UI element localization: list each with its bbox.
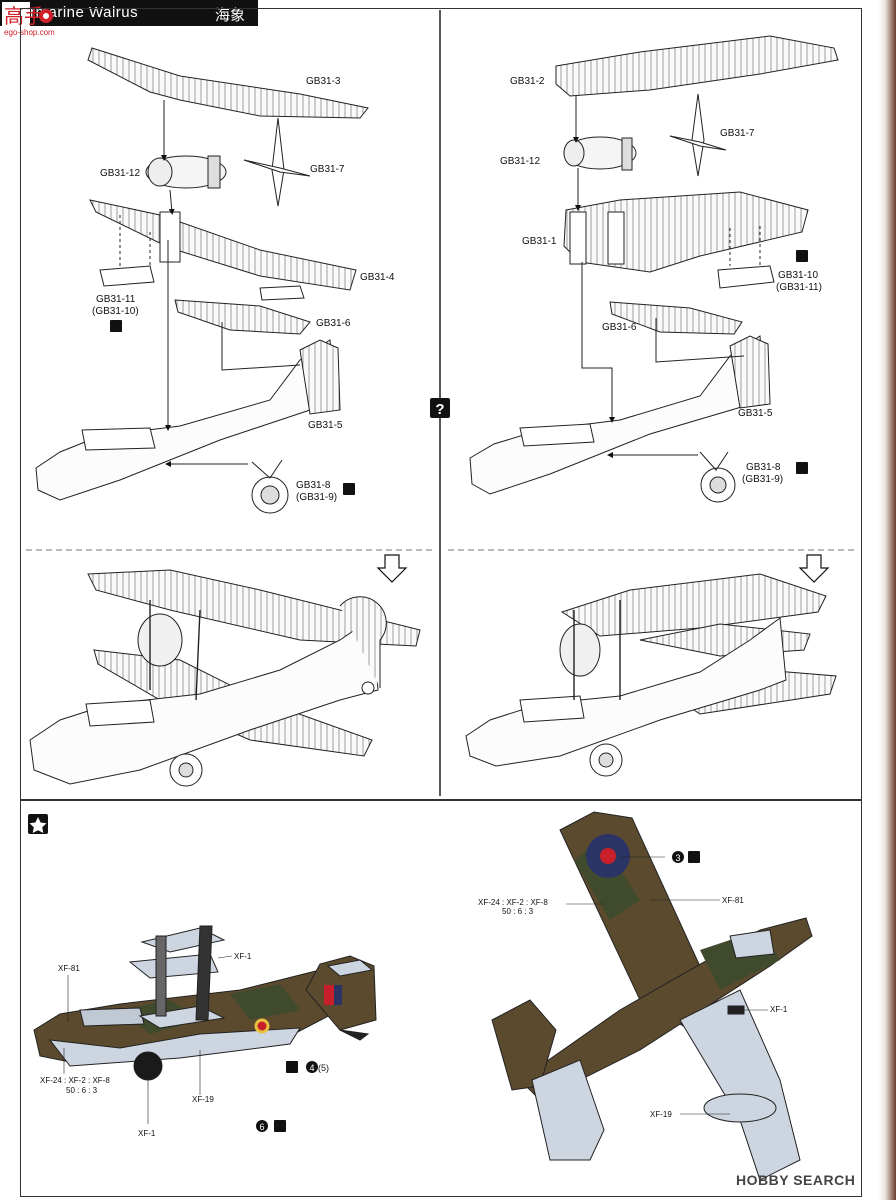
label-top-xf-mix: XF-24 : XF-2 : XF-8 [478, 898, 548, 907]
frame-bottom [20, 800, 862, 1197]
top-left-exploded-view [35, 47, 369, 514]
assembled-view-left [29, 569, 421, 787]
painted-side-labels [63, 955, 233, 1124]
label-gb31-5: GB31-5 [308, 420, 343, 431]
label-gb31-8: GB31-8 [296, 480, 331, 491]
top-left-part-labels: GB31-3 GB31-12 GB31-7 GB31-4 GB31-11 (GB… [92, 76, 395, 503]
page-title-cn: 海象 [215, 6, 246, 24]
label-side-ratio: 50 : 6 : 3 [66, 1086, 98, 1095]
label-gb31-12: GB31-12 [100, 168, 140, 179]
decal-number-3: 3 [675, 853, 680, 863]
label-gb31-10: (GB31-10) [92, 306, 139, 317]
label-gb31-10: GB31-10 [778, 270, 818, 281]
star-icon [28, 814, 48, 834]
painted-top-text: XF-24 : XF-2 : XF-8 50 : 6 : 3 XF-81 XF-… [478, 896, 788, 1119]
logo-text: 高手 [4, 5, 44, 28]
top-right-part-labels: GB31-2 GB31-7 GB31-12 GB31-1 GB31-10 (GB… [500, 76, 822, 485]
label-gb31-12: GB31-12 [500, 156, 540, 167]
label-gb31-9: (GB31-9) [296, 492, 337, 503]
label-gb31-6: GB31-6 [602, 322, 637, 333]
label-gb31-5: GB31-5 [738, 408, 773, 419]
painted-top-view [491, 811, 813, 1181]
decal-markers-side: 4 (5) 6 [256, 1061, 329, 1132]
top-right-exploded-view [469, 35, 839, 503]
page-edge [878, 0, 896, 1200]
logo-url: ego-shop.com [4, 28, 55, 37]
label-gb31-8: GB31-8 [746, 462, 781, 473]
label-top-ratio: 50 : 6 : 3 [502, 907, 534, 916]
help-icon: ? [430, 398, 450, 418]
decal-number-4: 4 [309, 1063, 314, 1073]
painted-side-text: XF-1 XF-81 XF-24 : XF-2 : XF-8 50 : 6 : … [40, 952, 252, 1138]
label-side-xf-81: XF-81 [58, 964, 80, 973]
painted-top-lines [566, 856, 768, 1115]
step-arrow-icon-right [798, 554, 830, 583]
label-gb31-7: GB31-7 [310, 164, 345, 175]
shop-logo: 高手 [2, 2, 53, 28]
label-gb31-1: GB31-1 [522, 236, 557, 247]
step-arrow-icon-left [376, 554, 408, 583]
label-side-xf-1-top: XF-1 [234, 952, 252, 961]
label-gb31-6: GB31-6 [316, 318, 351, 329]
decal-number-6: 6 [259, 1122, 264, 1132]
label-gb31-11: (GB31-11) [776, 282, 822, 293]
label-top-xf-81: XF-81 [722, 896, 744, 905]
decal-number-5: (5) [318, 1063, 329, 1073]
label-top-xf-19: XF-19 [650, 1110, 672, 1119]
label-side-xf-mix: XF-24 : XF-2 : XF-8 [40, 1076, 110, 1085]
label-gb31-3: GB31-3 [306, 76, 341, 87]
label-gb31-11: GB31-11 [96, 294, 136, 305]
label-gb31-7: GB31-7 [720, 128, 755, 139]
label-side-xf-19: XF-19 [192, 1095, 214, 1104]
label-gb31-4: GB31-4 [360, 272, 395, 283]
label-gb31-2: GB31-2 [510, 76, 545, 87]
painted-side-view [33, 925, 377, 1081]
glue-icon [796, 250, 808, 474]
label-top-xf-1: XF-1 [770, 1005, 788, 1014]
svg-text:?: ? [435, 401, 444, 418]
label-gb31-9: (GB31-9) [742, 474, 783, 485]
label-side-xf-1-bottom: XF-1 [138, 1129, 156, 1138]
frame-top [20, 8, 862, 800]
decal-markers-top: 3 [672, 851, 700, 863]
assembled-view-right [465, 573, 837, 777]
glue-icon [110, 320, 355, 495]
watermark: HOBBY SEARCH [736, 1172, 856, 1188]
